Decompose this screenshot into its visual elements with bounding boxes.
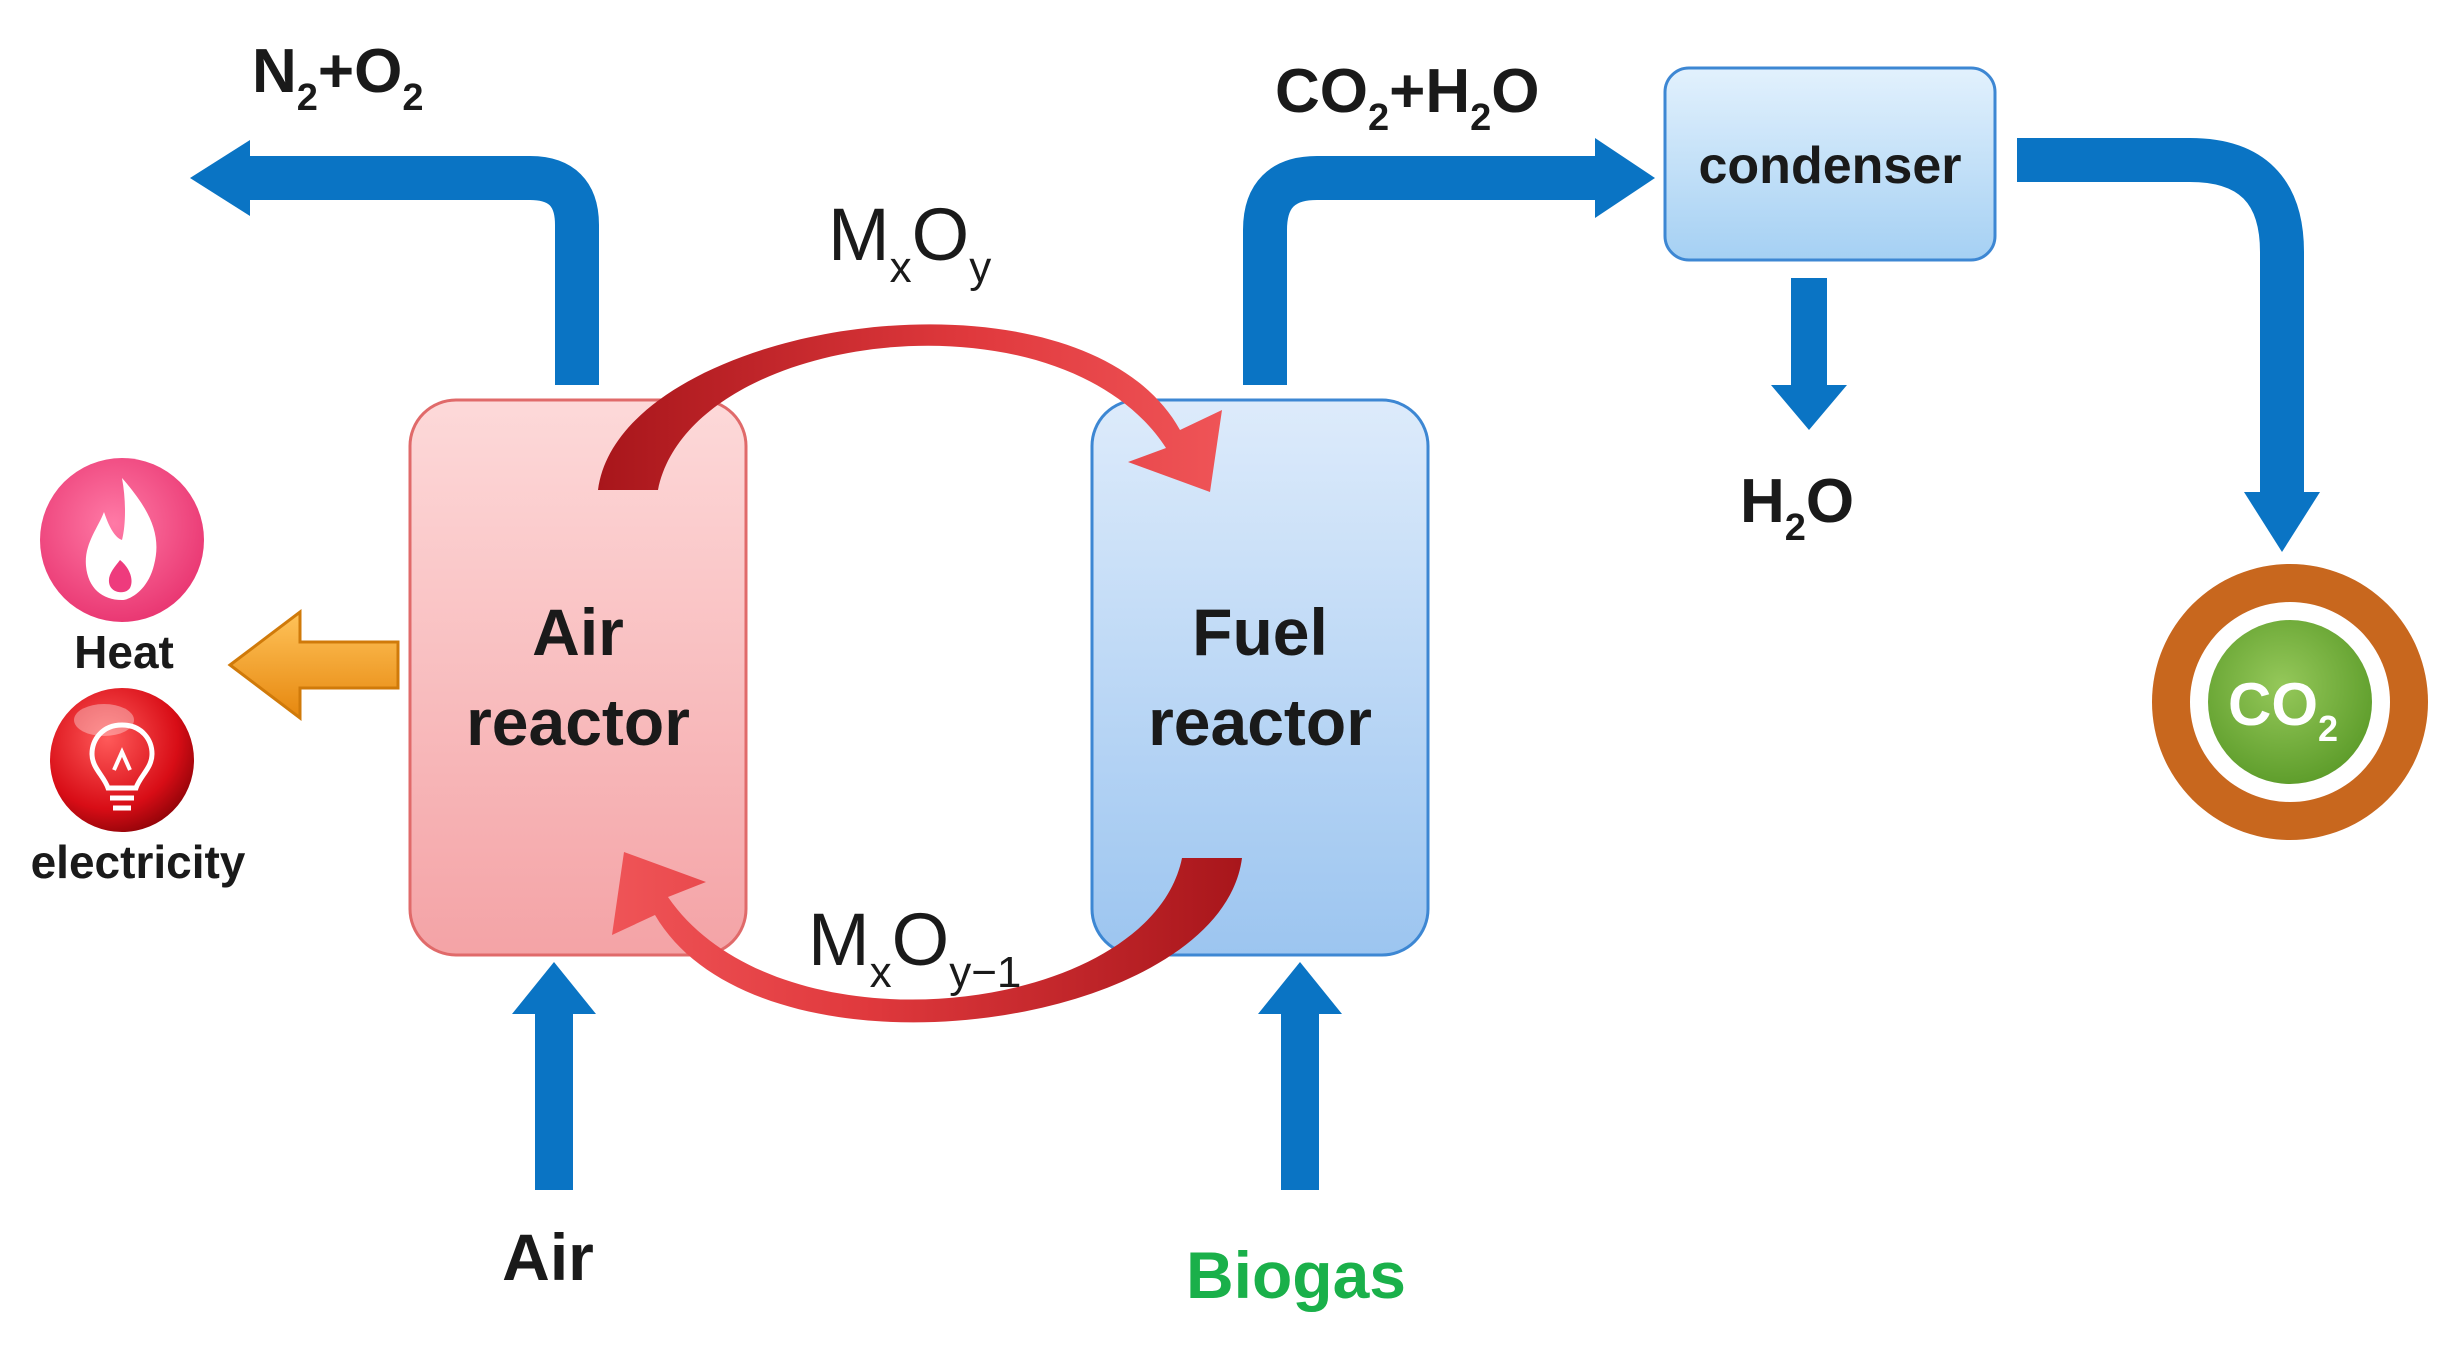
oxidized-carrier-label: MxOy [828,193,991,292]
co2-badge-label: CO2 [2228,671,2338,749]
fuel-reactor-label-line2: reactor [1148,685,1372,759]
fuel-reactor [1090,398,1430,957]
fuel-reactor-exhaust-arrowhead [1595,138,1655,218]
electricity-output-label: electricity [31,836,246,888]
fuel-reactor-exhaust-label: CO2+H2O [1275,57,1540,139]
air-inlet-arrow [535,1012,573,1190]
biogas-inlet-arrowhead [1258,962,1342,1014]
air-inlet-arrowhead [512,962,596,1014]
air-reactor [408,398,748,957]
fuel-reactor-label-line1: Fuel [1192,595,1328,669]
air-reactor-exhaust-arrow [250,156,599,385]
heat-output-arrow [227,608,400,722]
condenser-water-arrow [1791,278,1827,393]
condenser-label: condenser [1699,137,1962,195]
water-output-label: H2O [1740,467,1854,549]
oxidized-carrier-arrow [598,324,1222,492]
air-reactor-exhaust-arrowhead [190,140,250,216]
air-reactor-label-line1: Air [532,595,624,669]
condenser-water-arrowhead [1771,385,1847,430]
reduced-carrier-label: MxOy−1 [808,898,1021,997]
air-input-label: Air [502,1220,594,1294]
reduced-carrier-arrow [612,852,1242,1023]
fuel-reactor-exhaust-arrow [1243,156,1600,385]
flame-icon [40,458,204,622]
air-reactor-label-line2: reactor [466,685,690,759]
condenser-co2-arrowhead [2244,492,2320,552]
co2-badge: CO2 [2152,564,2428,840]
condenser-co2-arrow [2017,138,2304,495]
air-reactor-exhaust-label: N2+O2 [252,37,424,119]
light-bulb-icon [50,688,194,832]
biogas-input-label: Biogas [1186,1238,1406,1312]
condenser-box [1663,66,1997,262]
heat-output-label: Heat [74,626,174,678]
biogas-inlet-arrow [1281,1012,1319,1190]
